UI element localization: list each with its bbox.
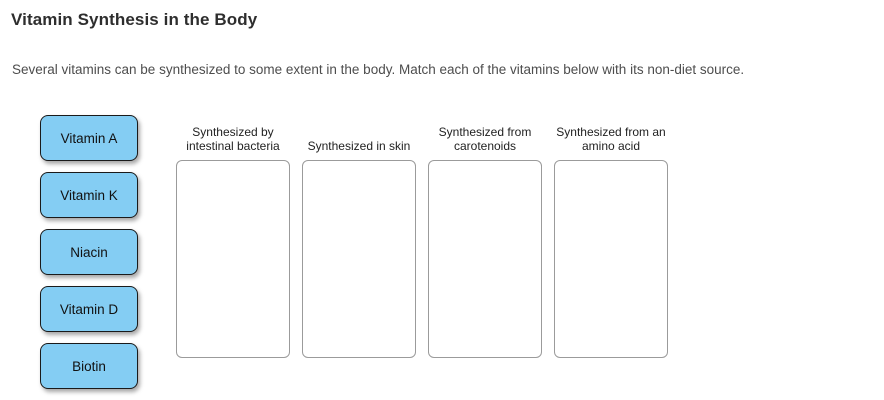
chip-vitamin-d[interactable]: Vitamin D (40, 286, 138, 332)
vitamin-chip-list: Vitamin A Vitamin K Niacin Vitamin D Bio… (40, 115, 138, 389)
dropzone-column-skin: Synthesized in skin (302, 120, 416, 358)
chip-vitamin-k[interactable]: Vitamin K (40, 172, 138, 218)
dropzone-label-intestinal-bacteria: Synthesized by intestinal bacteria (176, 120, 290, 160)
dropzone-label-line: amino acid (581, 138, 641, 153)
dropzone-intestinal-bacteria[interactable] (176, 160, 290, 358)
dropzone-label-amino-acid: Synthesized from an amino acid (554, 120, 668, 160)
dropzone-label-carotenoids: Synthesized from carotenoids (428, 120, 542, 160)
chip-biotin[interactable]: Biotin (40, 343, 138, 389)
instruction-text: Several vitamins can be synthesized to s… (12, 62, 745, 77)
page-title: Vitamin Synthesis in the Body (11, 10, 258, 29)
dropzone-label-skin: Synthesized in skin (302, 120, 416, 160)
dropzone-label-line: carotenoids (453, 138, 517, 153)
dropzone-label-line: Synthesized by (192, 125, 274, 139)
chip-niacin[interactable]: Niacin (40, 229, 138, 275)
dropzone-column-amino-acid: Synthesized from an amino acid (554, 120, 668, 358)
dropzone-label-line: Synthesized in skin (307, 138, 411, 153)
dropzone-column-intestinal-bacteria: Synthesized by intestinal bacteria (176, 120, 290, 358)
dropzone-column-carotenoids: Synthesized from carotenoids (428, 120, 542, 358)
dropzone-skin[interactable] (302, 160, 416, 358)
dropzone-carotenoids[interactable] (428, 160, 542, 358)
dropzone-amino-acid[interactable] (554, 160, 668, 358)
dropzone-label-line: Synthesized from (438, 125, 532, 139)
dropzone-row: Synthesized by intestinal bacteria Synth… (176, 120, 668, 358)
dropzone-label-line: Synthesized from an (556, 125, 666, 139)
dropzone-label-line: intestinal bacteria (186, 138, 280, 153)
chip-vitamin-a[interactable]: Vitamin A (40, 115, 138, 161)
